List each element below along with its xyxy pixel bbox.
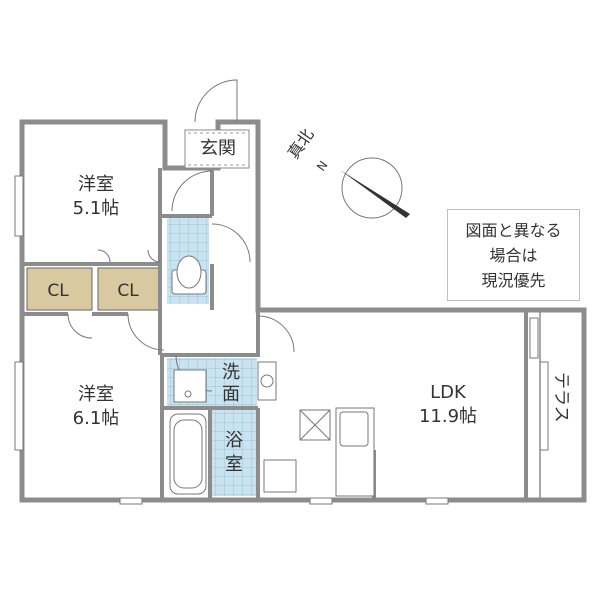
washer-space <box>173 369 207 403</box>
closet-1-label: CL <box>47 281 69 301</box>
ldk-name: LDK <box>430 382 467 403</box>
entrance-label: 玄関 <box>200 138 236 159</box>
notice-line-1: 図面と異なる <box>465 220 562 240</box>
bath-floor <box>210 410 258 496</box>
notice-box: 図面と異なる 場合は 現況優先 <box>447 209 580 301</box>
ldk-size: 11.9帖 <box>419 406 477 427</box>
walls <box>19 119 587 503</box>
compass: N 真北 <box>284 125 410 219</box>
western-room-1-size: 5.1帖 <box>73 198 120 219</box>
room-labels: 洋室 5.1帖 CL CL 玄関 洋室 6.1帖 洗 面 浴 室 LDK 11.… <box>47 138 571 475</box>
bath-label-2: 室 <box>225 454 243 475</box>
closet-1-fill <box>26 267 93 311</box>
windows <box>14 175 549 505</box>
closet-2-fill <box>97 267 162 311</box>
compass-circle <box>341 157 403 219</box>
bath-label-1: 浴 <box>225 430 243 451</box>
kitchen-sink <box>339 411 369 447</box>
shoe-box-mark <box>299 409 331 441</box>
wash-basin-bowl <box>260 374 274 388</box>
compass-needle <box>340 170 410 218</box>
western-room-2-name: 洋室 <box>78 384 114 405</box>
western-room-1-name: 洋室 <box>78 174 114 195</box>
western-room-2-size: 6.1帖 <box>73 408 120 429</box>
compass-n-label: N <box>314 158 331 173</box>
washer-drain <box>184 390 192 398</box>
closet-2-label: CL <box>117 281 139 301</box>
washroom-label-1: 洗 <box>222 362 240 383</box>
terrace-area <box>539 309 585 501</box>
compass-true-north-label: 真北 <box>284 125 318 162</box>
notice-line-2: 場合は <box>489 245 538 265</box>
toilet-bowl <box>176 255 202 289</box>
terrace-label: テラス <box>551 372 571 423</box>
fixtures <box>169 255 375 497</box>
bathtub-inner <box>173 419 203 489</box>
notice-line-3: 現況優先 <box>481 270 546 290</box>
entrance-floor <box>184 129 250 169</box>
washroom-label-2: 面 <box>222 384 240 405</box>
refrigerator <box>263 459 297 493</box>
